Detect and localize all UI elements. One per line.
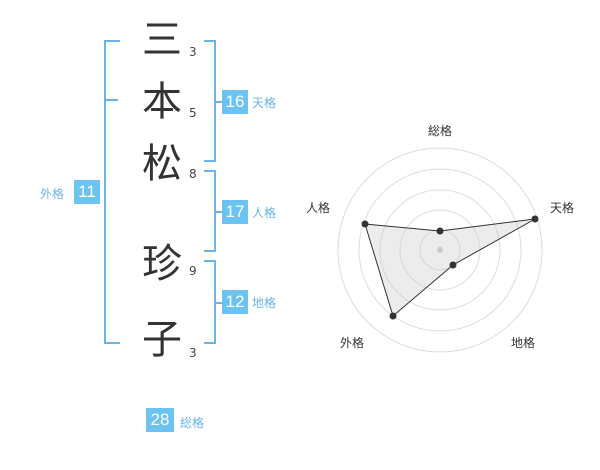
radar-label-right: 天格	[550, 201, 575, 215]
radar-point-tenkaku	[531, 215, 539, 223]
stroke-count-2: 5	[189, 106, 197, 120]
gaikaku-label: 外格	[40, 187, 65, 201]
tenkaku-value: 16	[222, 90, 248, 114]
chikaku-connector	[214, 302, 222, 304]
name-char-3: 松	[142, 141, 182, 187]
radar-center-dot	[437, 247, 443, 253]
radar-polygon	[364, 218, 536, 317]
soukaku-label: 総格	[180, 416, 205, 430]
stroke-count-5: 3	[189, 346, 197, 360]
gaikaku-bracket	[104, 40, 120, 344]
gaikaku-value: 11	[74, 180, 100, 204]
radar-point-gaikaku	[389, 312, 397, 320]
gaikaku-bracket-tick	[104, 99, 118, 101]
name-char-2: 本	[142, 79, 182, 125]
stroke-count-3: 8	[189, 167, 197, 181]
radar-point-soukaku	[436, 227, 444, 235]
radar-label-top: 総格	[428, 124, 453, 138]
radar-label-left: 人格	[306, 201, 331, 215]
radar-ring-5	[337, 147, 543, 353]
stroke-count-1: 3	[189, 45, 197, 59]
radar-label-bottom-right: 地格	[511, 336, 536, 350]
stroke-count-4: 9	[189, 264, 197, 278]
radar-ring-4	[358, 168, 522, 332]
jinkaku-value: 17	[222, 200, 248, 224]
radar-point-jinkaku	[361, 220, 369, 228]
jinkaku-label: 人格	[252, 206, 277, 220]
soukaku-value: 28	[146, 408, 174, 432]
tenkaku-connector	[214, 101, 222, 103]
name-char-4: 珍	[142, 241, 182, 287]
radar-label-bottom-left: 外格	[340, 336, 365, 350]
radar-ring-3	[379, 189, 501, 311]
radar-point-chikaku	[449, 261, 457, 269]
name-char-5: 子	[142, 317, 182, 363]
name-char-1: 三	[142, 17, 182, 63]
chikaku-value: 12	[222, 290, 248, 314]
jinkaku-connector	[214, 211, 222, 213]
chikaku-label: 地格	[252, 296, 277, 310]
tenkaku-label: 天格	[252, 96, 277, 110]
